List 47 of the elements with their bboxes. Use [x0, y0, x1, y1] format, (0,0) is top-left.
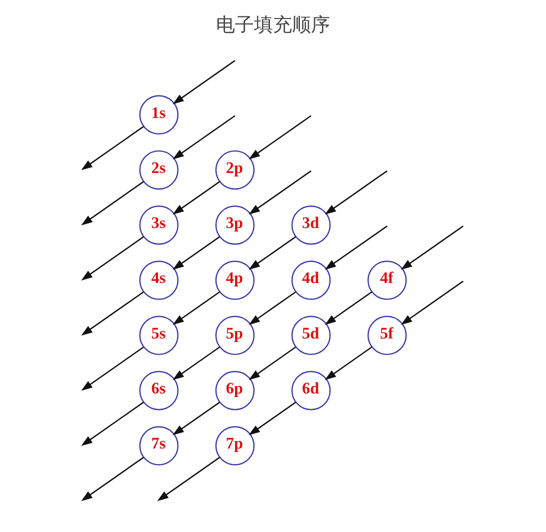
node-circle: 4s: [139, 260, 179, 300]
arrow: [248, 291, 296, 325]
node-circle: 7s: [139, 426, 179, 466]
node-circle: 5d: [291, 316, 331, 356]
arrow: [248, 402, 296, 436]
node-circle: 6p: [215, 370, 255, 410]
arrow: [172, 236, 220, 270]
node-circle: 4p: [215, 260, 255, 300]
arrow: [400, 280, 464, 325]
arrow: [248, 346, 296, 380]
arrow: [172, 115, 236, 160]
node-circle: 7p: [215, 426, 255, 466]
arrow: [324, 226, 388, 270]
arrow: [81, 456, 144, 502]
arrow: [172, 346, 220, 380]
arrow: [81, 126, 144, 170]
arrow: [81, 181, 144, 226]
arrow: [248, 115, 312, 160]
arrow: [157, 456, 220, 502]
arrow: [172, 181, 220, 215]
node-circle: 6s: [139, 370, 179, 410]
arrow: [324, 291, 372, 325]
arrow: [81, 402, 144, 446]
arrow: [400, 226, 464, 270]
arrow: [81, 236, 144, 280]
arrow: [81, 291, 144, 336]
node-circle: 4d: [291, 260, 331, 300]
arrow: [172, 402, 220, 436]
node-circle: 3s: [139, 205, 179, 245]
node-circle: 6d: [291, 370, 331, 410]
node-circle: 2p: [215, 150, 255, 190]
arrow: [172, 60, 236, 104]
node-circle: 5s: [139, 316, 179, 356]
arrow: [248, 170, 312, 215]
node-circle: 5f: [367, 316, 407, 356]
node-circle: 1s: [139, 95, 179, 134]
node-circle: 4f: [367, 260, 407, 300]
node-circle: 5p: [215, 316, 255, 356]
arrow: [248, 236, 296, 270]
node-circle: 3p: [215, 205, 255, 245]
node-circle: 3d: [291, 205, 331, 245]
arrow: [81, 346, 144, 391]
arrow: [324, 346, 372, 380]
node-circle: 2s: [139, 150, 179, 190]
arrow: [172, 291, 220, 325]
arrow: [324, 170, 388, 215]
diagram-title: 电子填充顺序: [216, 15, 330, 36]
